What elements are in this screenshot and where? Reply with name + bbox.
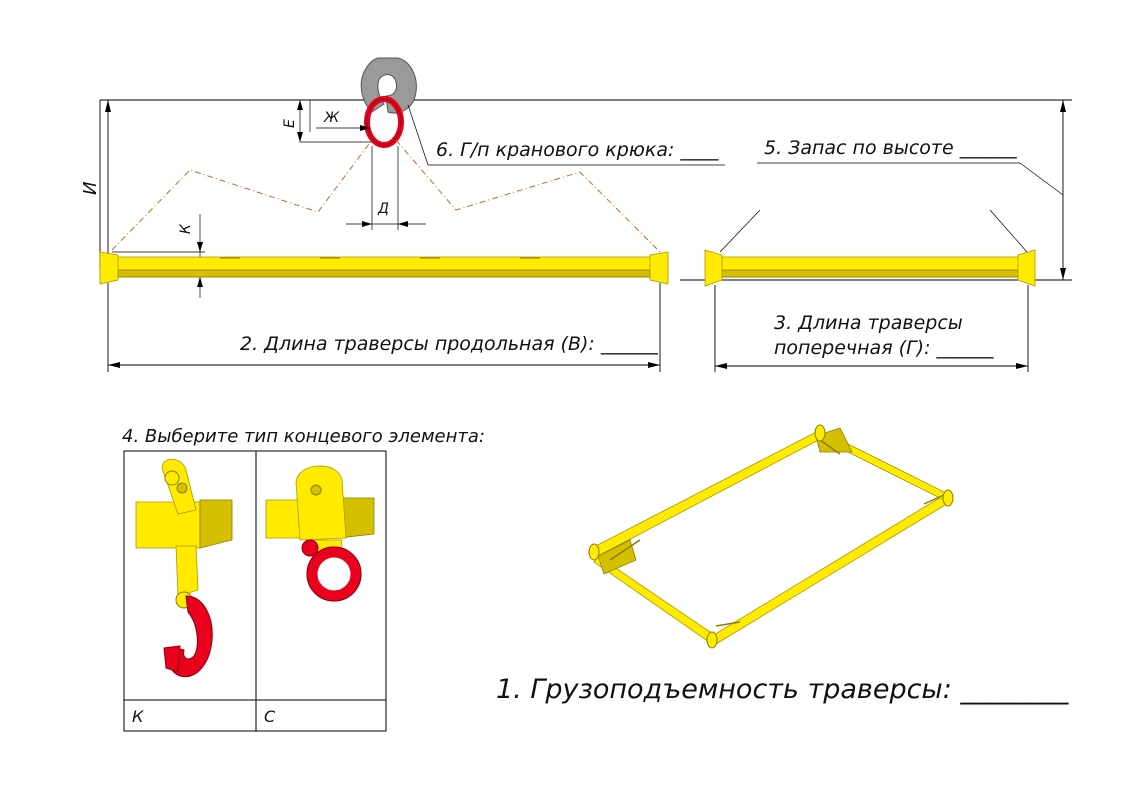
end-type-title: 4. Выберите тип концевого элемента:: [122, 426, 485, 447]
end-option-c[interactable]: С: [257, 452, 385, 726]
sling-height-dimension: К: [112, 214, 205, 298]
ring-dimensions: Е Ж Д: [282, 100, 426, 230]
end-option-c-label: С: [264, 707, 276, 726]
longitudinal-beam: [99, 251, 669, 285]
height-reserve-label-group: 5. Запас по высоте ______: [757, 137, 1064, 196]
hook-opening-label: 6. Г/п кранового крюка: ____: [436, 139, 719, 161]
dimension-letter-d: Д: [377, 201, 389, 217]
dimension-letter-zh: Ж: [323, 110, 340, 126]
capacity-label: 1. Грузоподъемность траверсы: ________: [496, 674, 1069, 705]
traverse-frame-isometric: [588, 424, 954, 649]
end-type-table: [123, 450, 387, 732]
end-option-k[interactable]: К: [125, 452, 255, 726]
end-option-k-label: К: [132, 707, 144, 726]
cross-length-label-line1: 3. Длина траверсы: [774, 312, 963, 334]
dimension-letter-k: К: [178, 223, 194, 234]
long-length-label: 2. Длина траверсы продольная (В): ______: [240, 333, 658, 355]
height-reserve-label: 5. Запас по высоте ______: [764, 137, 1017, 159]
dimension-letter-e: Е: [282, 119, 298, 128]
hook-ring-icon: [364, 96, 404, 148]
overall-height-dimension: И: [80, 99, 1072, 281]
cross-length-dimension: 3. Длина траверсы поперечная (Г): ______: [714, 285, 1029, 372]
dimension-letter-i: И: [80, 182, 101, 195]
cross-beam: [704, 209, 1036, 287]
long-length-dimension: 2. Длина траверсы продольная (В): ______: [107, 283, 661, 372]
cross-length-label-line2: поперечная (Г): ______: [774, 337, 994, 359]
slings: [111, 139, 661, 253]
hook-label-group: 6. Г/п кранового крюка: ____: [407, 104, 725, 166]
